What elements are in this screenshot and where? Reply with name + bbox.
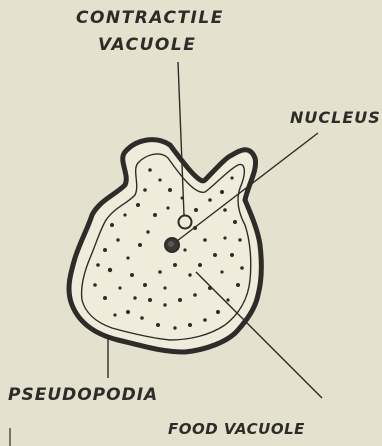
contractile-vacuole xyxy=(179,216,192,229)
label-nucleus: NUCLEUS xyxy=(290,110,381,126)
label-contractile-line1: CONTRACTILE xyxy=(76,10,224,27)
label-food-vacuole: FOOD VACUOLE xyxy=(168,422,305,437)
label-pseudopodia: PSEUDOPODIA xyxy=(8,387,158,404)
label-contractile-line2: VACUOLE xyxy=(98,37,196,54)
